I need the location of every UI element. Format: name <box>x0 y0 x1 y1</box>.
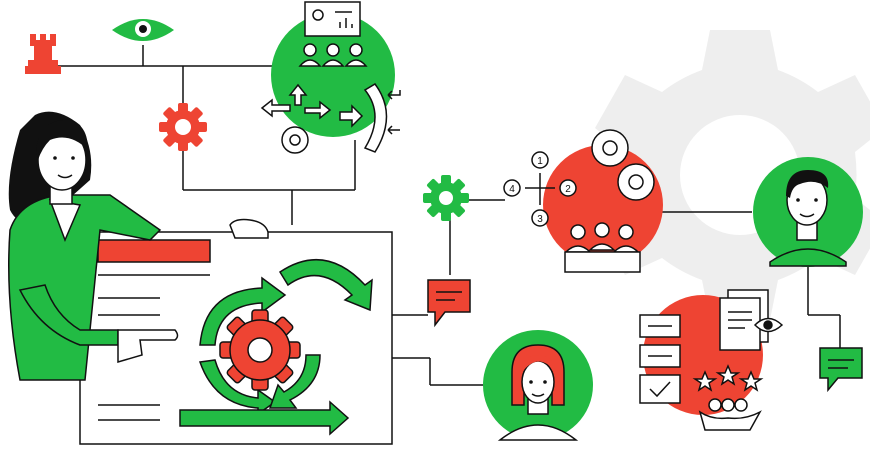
cycle-step-1: 1 <box>537 156 543 167</box>
gear-icon <box>159 103 207 151</box>
eye-icon <box>112 19 174 41</box>
cycle-step-3: 3 <box>537 214 543 225</box>
cycle-step-4: 4 <box>509 184 515 195</box>
step-cycle-group: 1 2 3 4 <box>503 129 663 273</box>
gear-icon <box>423 175 469 221</box>
arrows-icon <box>260 83 401 153</box>
team-icon <box>564 222 641 273</box>
checklist-icon <box>639 314 681 404</box>
cycle-step-2: 2 <box>565 184 571 195</box>
presentation-group <box>260 1 401 154</box>
connector-lines <box>48 45 841 386</box>
step-cycle-icon <box>503 151 577 227</box>
rook-icon <box>25 34 61 74</box>
agile-cycle-icon <box>179 259 373 436</box>
gears-cycle-icon <box>591 129 655 201</box>
gear-icon <box>281 126 309 154</box>
gear-icon <box>219 309 301 391</box>
team-icon <box>298 43 368 67</box>
avatar-woman <box>483 330 593 441</box>
rating-stars-icon <box>692 364 764 392</box>
chat-bubble-icon <box>427 279 471 328</box>
avatar-man <box>753 157 863 267</box>
presenter-woman <box>8 111 269 381</box>
hand-icon <box>698 398 762 431</box>
feedback-group <box>639 289 784 431</box>
document-icon <box>719 289 784 351</box>
chat-bubble-icon <box>819 347 863 393</box>
presentation-icon <box>304 1 361 37</box>
